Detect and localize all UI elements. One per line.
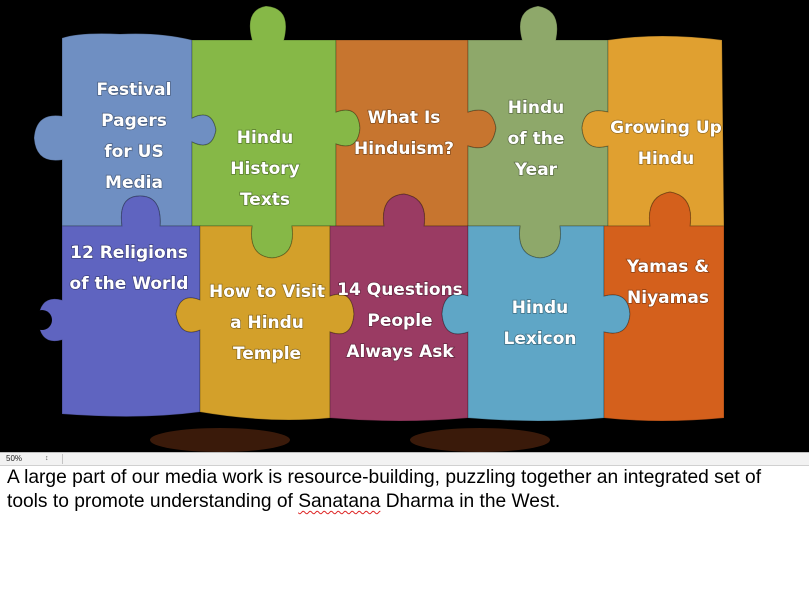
piece-label-line: What Is: [368, 108, 441, 128]
piece-label-line: 14 Questions: [337, 280, 463, 300]
puzzle-image: Festival Pagers for US Media Hindu Histo…: [32, 6, 748, 452]
zoom-value: 50%: [6, 454, 23, 463]
piece-label-line: of the World: [70, 274, 189, 294]
piece-label-what-is-hinduism: What Is Hinduism?: [353, 107, 454, 159]
edge-notch: [32, 310, 52, 330]
zoom-select[interactable]: 50% ↕: [3, 453, 61, 465]
floor-shadow: [410, 428, 550, 452]
chevron-updown-icon: ↕: [45, 455, 49, 462]
piece-label-line: How to Visit: [209, 282, 325, 302]
piece-label-line: Festival: [97, 80, 172, 100]
piece-label-hindu-history-texts: Hindu History Texts: [230, 127, 301, 210]
piece-label-14-questions: 14 Questions People Always Ask: [336, 279, 463, 362]
zoom-bar: 50% ↕: [0, 452, 809, 466]
slide-canvas: Festival Pagers for US Media Hindu Histo…: [0, 0, 809, 452]
piece-label-line: Media: [105, 173, 163, 193]
piece-label-line: of the: [508, 129, 565, 149]
piece-label-hindu-of-the-year: Hindu of the Year: [507, 97, 565, 180]
piece-label-line: People: [367, 311, 432, 331]
piece-label-line: for US: [104, 142, 163, 162]
piece-label-line: a Hindu: [230, 313, 304, 333]
piece-label-line: Hindu: [508, 98, 564, 118]
piece-label-line: Yamas &: [626, 257, 709, 277]
piece-label-line: Hindu: [237, 128, 293, 148]
puzzle-piece-yamas-niyamas: [603, 191, 725, 422]
puzzle-piece-12-religions: [37, 195, 201, 418]
piece-label-line: Year: [514, 160, 558, 180]
piece-label-hindu-lexicon: Hindu Lexicon: [503, 297, 577, 349]
piece-label-growing-up-hindu: Growing Up Hindu: [609, 117, 722, 169]
notes-text: A large part of our media work is resour…: [7, 467, 762, 512]
piece-label-line: Niyamas: [627, 288, 709, 308]
piece-label-line: Pagers: [101, 111, 167, 131]
floor-shadow: [150, 428, 290, 452]
piece-label-line: 12 Religions: [70, 243, 188, 263]
piece-label-line: Temple: [233, 344, 301, 364]
piece-label-line: Lexicon: [503, 329, 576, 349]
edge-notch: [724, 288, 748, 312]
piece-label-line: Texts: [240, 190, 290, 210]
piece-label-line: Hindu: [512, 298, 568, 318]
piece-label-yamas-niyamas: Yamas & Niyamas: [625, 256, 710, 308]
misspelled-word: Sanatana: [298, 491, 381, 512]
piece-label-line: Always Ask: [346, 342, 454, 362]
speaker-notes[interactable]: A large part of our media work is resour…: [7, 466, 803, 514]
piece-label-line: History: [230, 159, 299, 179]
notes-text: Dharma in the West.: [380, 491, 561, 512]
piece-label-line: Hinduism?: [354, 139, 454, 159]
piece-label-line: Hindu: [638, 149, 694, 169]
piece-label-12-religions: 12 Religions of the World: [69, 242, 189, 294]
divider: [62, 454, 63, 464]
piece-label-how-to-visit-temple: How to Visit a Hindu Temple: [208, 281, 325, 364]
piece-label-line: Growing Up: [610, 118, 722, 138]
piece-label-festival-pagers: Festival Pagers for US Media: [96, 79, 172, 193]
